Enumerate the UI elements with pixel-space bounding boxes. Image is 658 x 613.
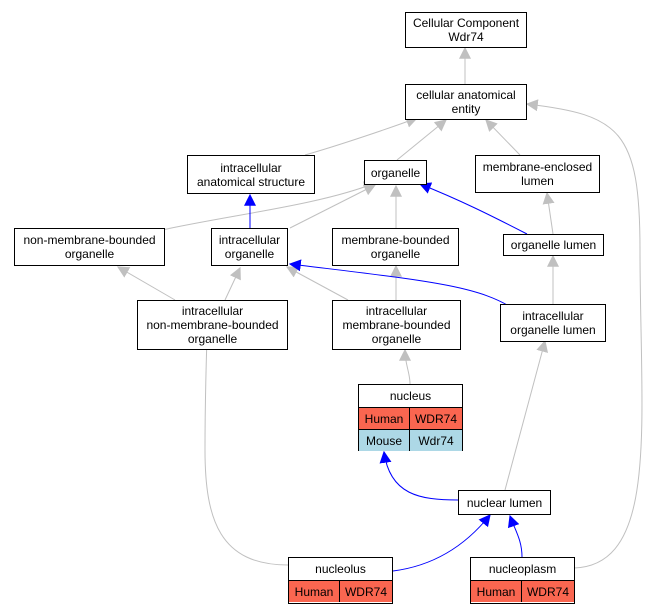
nucleoplasm-title: nucleoplasm: [471, 558, 574, 580]
node-nucleus[interactable]: nucleus Human WDR74 Mouse Wdr74: [358, 384, 463, 451]
edge-nucleus-to-imbo: [399, 348, 412, 385]
node-membrane-bounded-organelle[interactable]: membrane-bounded organelle: [332, 228, 459, 266]
edge-nuclear-lumen-to-iol: [504, 339, 548, 491]
node-organelle[interactable]: organelle: [364, 160, 427, 185]
edge-nmbo-to-organelle: [161, 181, 377, 231]
nucleoplasm-row-human: Human WDR74: [471, 580, 574, 602]
node-organelle-lumen[interactable]: organelle lumen: [503, 234, 604, 256]
edge-inmbo-to-nmbo: [116, 266, 176, 301]
edge-mel-to-cae: [485, 119, 521, 156]
nucleus-title: nucleus: [359, 385, 462, 407]
node-cellular-anatomical-entity[interactable]: cellular anatomical entity: [405, 84, 527, 120]
node-intracellular-membrane-bounded-organelle[interactable]: intracellular membrane-bounded organelle: [332, 300, 461, 350]
edge-iol-to-io[interactable]: [288, 259, 516, 311]
gene-cell: Wdr74: [409, 430, 462, 451]
species-cell: Human: [471, 581, 521, 602]
node-nucleoplasm[interactable]: nucleoplasm Human WDR74: [470, 557, 575, 604]
edge-organelle-to-cae: [396, 119, 447, 161]
node-cellular-component-root[interactable]: Cellular Component Wdr74: [405, 12, 527, 48]
nucleolus-row-human: Human WDR74: [289, 580, 392, 602]
node-membrane-enclosed-lumen[interactable]: membrane-enclosed lumen: [475, 155, 600, 193]
edge-imbo-to-io: [285, 266, 349, 301]
edge-inmbo-to-io: [224, 266, 241, 301]
edge-nucleoplasm-to-cae: [525, 99, 643, 569]
gene-cell: WDR74: [409, 408, 462, 429]
edge-ol-to-mel: [542, 191, 555, 235]
nucleus-row-mouse: Mouse Wdr74: [359, 429, 462, 451]
gene-cell: WDR74: [521, 581, 574, 602]
node-intracellular-non-membrane-bounded-organelle[interactable]: intracellular non-membrane-bounded organ…: [137, 300, 288, 350]
edge-nuclear-lumen-to-nucleus[interactable]: [379, 450, 459, 501]
species-cell: Human: [359, 408, 409, 429]
node-nucleolus[interactable]: nucleolus Human WDR74: [288, 557, 393, 604]
edge-ias-to-cae: [304, 116, 419, 156]
edge-ol-to-organelle[interactable]: [418, 182, 528, 235]
edge-io-to-organelle: [289, 184, 377, 229]
node-intracellular-organelle[interactable]: intracellular organelle: [211, 228, 288, 266]
edge-nucleolus-to-nuclear-lumen[interactable]: [392, 514, 491, 572]
species-cell: Mouse: [359, 430, 409, 451]
edge-nucleoplasm-to-nuclear-lumen[interactable]: [507, 514, 523, 558]
edge-nucleolus-to-inmbo: [200, 335, 289, 566]
node-intracellular-organelle-lumen[interactable]: intracellular organelle lumen: [500, 304, 606, 342]
node-intracellular-anatomical-structure[interactable]: intracellular anatomical structure: [187, 155, 315, 194]
gene-cell: WDR74: [339, 581, 392, 602]
nucleus-row-human: Human WDR74: [359, 407, 462, 429]
node-nuclear-lumen[interactable]: nuclear lumen: [458, 490, 551, 515]
node-non-membrane-bounded-organelle[interactable]: non-membrane-bounded organelle: [14, 228, 165, 266]
species-cell: Human: [289, 581, 339, 602]
nucleolus-title: nucleolus: [289, 558, 392, 580]
